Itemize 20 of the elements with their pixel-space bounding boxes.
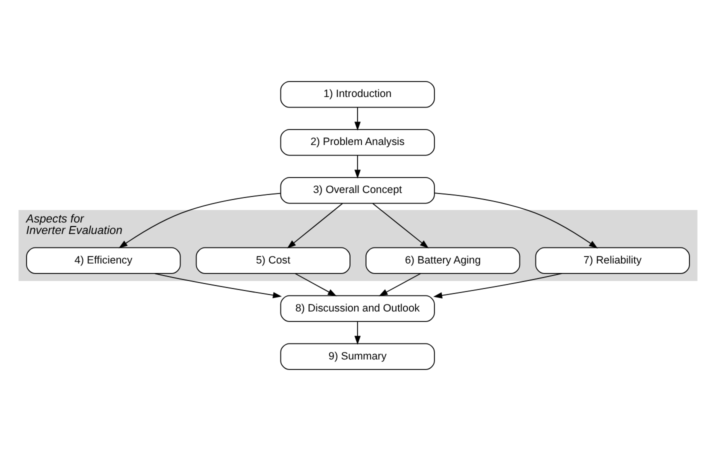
arrow <box>287 202 343 248</box>
arrow <box>372 202 429 248</box>
node-box: 6) Battery Aging <box>366 246 520 274</box>
node-box: 9) Summary <box>280 342 435 370</box>
arrow <box>354 154 361 178</box>
node-box: 2) Problem Analysis <box>280 128 435 156</box>
node-box: 3) Overall Concept <box>280 176 435 204</box>
arrow <box>433 272 562 298</box>
arrow <box>378 272 422 296</box>
arrow <box>354 106 361 130</box>
arrow <box>434 192 598 248</box>
node-box: 1) Introduction <box>280 80 435 108</box>
arrow <box>154 272 282 298</box>
node-box: 8) Discussion and Outlook <box>280 294 435 322</box>
node-box: 5) Cost <box>196 246 350 274</box>
node-box: 4) Efficiency <box>26 246 181 274</box>
node-box: 7) Reliability <box>535 246 690 274</box>
arrow <box>118 192 281 248</box>
arrow <box>294 272 337 296</box>
arrow <box>354 320 361 344</box>
